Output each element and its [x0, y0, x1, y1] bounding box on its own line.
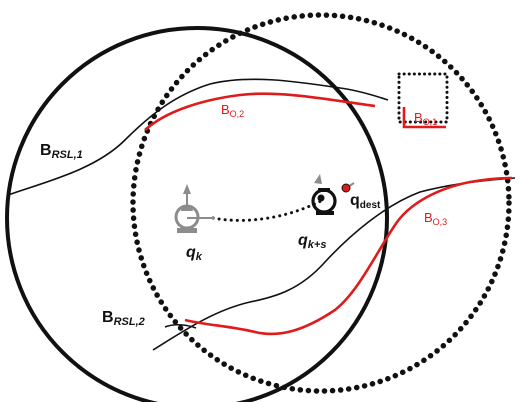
- boundary-rsl-1: [7, 78, 389, 196]
- label-b-rsl-2: BRSL,2: [102, 309, 145, 328]
- target-point-icon: [341, 182, 355, 193]
- label-q-k-s: qk+s: [298, 232, 326, 251]
- obstacle-o-1-dotted-box: [397, 72, 449, 124]
- label-b-o-1: BO,1: [414, 110, 437, 127]
- obstacle-o-3: [184, 176, 513, 336]
- current-range-circle: [5, 26, 389, 402]
- robot-black-icon: [311, 174, 337, 215]
- label-b-rsl-1: BRSL,1: [40, 142, 83, 161]
- boundary-rsl-2: [152, 177, 516, 351]
- label-b-o-2: BO,2: [221, 102, 244, 119]
- obstacle-o-2: [144, 92, 376, 131]
- planned-path: [211, 198, 325, 222]
- label-q-k: qk: [186, 244, 203, 263]
- label-q-dest: qdest: [350, 192, 381, 211]
- robot-gray-icon: [174, 184, 215, 233]
- boundary-rsl-2-tail: [164, 323, 197, 329]
- obstacle-o-1: [402, 107, 446, 129]
- next-range-circle: [130, 12, 512, 394]
- label-b-o-3: BO,3: [424, 210, 447, 227]
